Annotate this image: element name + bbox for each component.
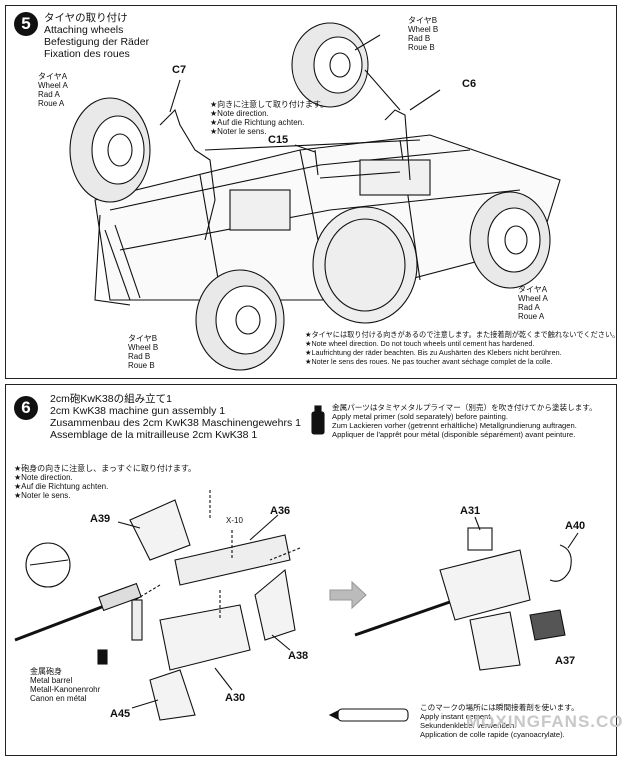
wheel-note-ja: ★タイヤには取り付ける向きがあるので注意します。また接着剤が乾くまで触れないでく…	[305, 330, 620, 339]
wheel-a-left-label-de: Rad A	[38, 90, 60, 99]
step5-direction-note-ja: ★向きに注意して取り付けます。	[210, 100, 329, 109]
primer-note-en: Apply metal primer (sold separately) bef…	[332, 412, 509, 421]
step5-panel	[5, 5, 617, 379]
wheel-b-top-label-de: Rad B	[408, 34, 431, 43]
step5-direction-note-en: ★Note direction.	[210, 109, 269, 118]
step5-number: 5	[14, 12, 38, 36]
step6-title-ja: 2cm砲KwK38の組み立て1	[50, 393, 172, 405]
wheel-a-right-label-fr: Roue A	[518, 312, 545, 321]
step6-title-en: 2cm KwK38 machine gun assembly 1	[50, 405, 226, 417]
metal-barrel-label-ja: 金属砲身	[30, 667, 62, 676]
part-a39-label: A39	[90, 513, 111, 525]
wheel-note-en: ★Note wheel direction. Do not touch whee…	[305, 339, 535, 348]
primer-note-de: Zum Lackieren vorher (getrennt erhältlic…	[332, 421, 577, 430]
part-a30-label: A30	[225, 692, 246, 704]
step5-direction-note-fr: ★Noter le sens.	[210, 127, 267, 136]
primer-note-fr: Appliquer de l'apprêt pour métal (dispon…	[332, 430, 576, 439]
step6-number: 6	[14, 396, 38, 420]
step6-title-fr: Assemblage de la mitrailleuse 2cm KwK38 …	[50, 429, 258, 441]
part-a36-label: A36	[270, 505, 291, 517]
cement-note-ja: このマークの場所には瞬間接着剤を使います。	[420, 703, 579, 712]
wheel-a-right-label-en: Wheel A	[518, 294, 548, 303]
watermark: MOXINGFANS.COM	[466, 712, 623, 731]
step6-direction-note-de: ★Auf die Richtung achten.	[14, 482, 109, 491]
primer-note-ja: 金属パーツはタミヤメタルプライマー（別売）を吹き付けてから塗装します。	[332, 403, 597, 412]
step6-direction-note-fr: ★Noter le sens.	[14, 491, 71, 500]
step5-title-fr: Fixation des roues	[44, 48, 130, 60]
wheel-note-fr: ★Noter le sens des roues. Ne pas toucher…	[305, 357, 553, 366]
part-c7-label: C7	[172, 64, 187, 76]
step6-direction-note-en: ★Note direction.	[14, 473, 73, 482]
screw-x10-label: X-10	[226, 516, 243, 525]
wheel-a-left-label-fr: Roue A	[38, 99, 65, 108]
part-a38-label: A38	[288, 650, 309, 662]
part-a37-label: A37	[555, 655, 576, 667]
step5-title-de: Befestigung der Räder	[44, 36, 150, 48]
part-a40-label: A40	[565, 520, 586, 532]
wheel-b-top-label-ja: タイヤB	[408, 16, 438, 25]
wheel-note-de: ★Laufrichtung der räder beachten. Bis zu…	[305, 348, 562, 357]
part-c6-label: C6	[462, 78, 477, 90]
part-a31-label: A31	[460, 505, 481, 517]
wheel-b-bottom-label-en: Wheel B	[128, 343, 159, 352]
wheel-b-top-label-fr: Roue B	[408, 43, 435, 52]
metal-barrel-label-fr: Canon en métal	[30, 694, 87, 703]
step6-direction-note-ja: ★砲身の向きに注意し、まっすぐに取り付けます。	[14, 464, 197, 473]
cement-note-en: Apply instant cement.	[420, 712, 493, 721]
wheel-b-bottom-label-de: Rad B	[128, 352, 151, 361]
metal-barrel-label-en: Metal barrel	[30, 676, 73, 685]
step6-title-de: Zusammenbau des 2cm KwK38 Maschinengeweh…	[50, 417, 301, 429]
cement-note-de: Sekundenkleber verwenden.	[420, 721, 517, 730]
step5-title-en: Attaching wheels	[44, 24, 124, 36]
step5-title-ja: タイヤの取り付け	[44, 12, 128, 24]
wheel-b-top-label-en: Wheel B	[408, 25, 439, 34]
wheel-b-bottom-label-fr: Roue B	[128, 361, 155, 370]
cement-note-fr: Application de colle rapide (cyanoacryla…	[420, 730, 565, 739]
wheel-a-right-label-ja: タイヤA	[518, 285, 548, 294]
part-a45-label: A45	[110, 708, 131, 720]
wheel-b-bottom-label-ja: タイヤB	[128, 334, 158, 343]
wheel-a-right-label-de: Rad A	[518, 303, 540, 312]
wheel-a-left-label-en: Wheel A	[38, 81, 68, 90]
step6-panel	[5, 384, 617, 756]
wheel-a-left-label-ja: タイヤA	[38, 72, 68, 81]
step5-direction-note-de: ★Auf die Richtung achten.	[210, 118, 305, 127]
metal-barrel-label-de: Metall-Kanonenrohr	[30, 685, 101, 694]
part-c15-label: C15	[268, 134, 289, 146]
